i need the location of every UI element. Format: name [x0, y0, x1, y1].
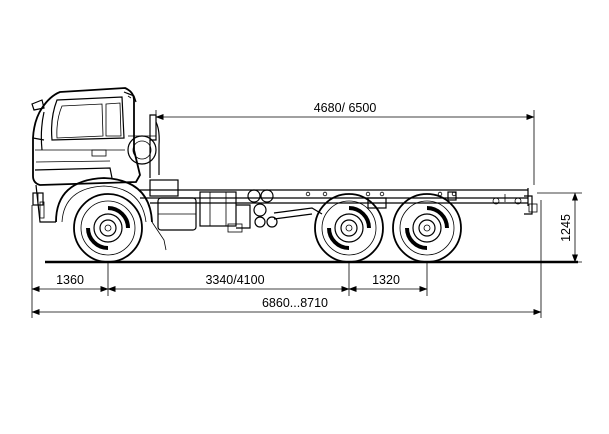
dim-label-wheelbase: 3340/4100	[205, 273, 264, 287]
cab	[31, 87, 141, 223]
dim-label-frame-length: 4680/ 6500	[314, 101, 377, 115]
front-wheel	[73, 193, 143, 263]
front-fender	[55, 177, 153, 223]
dim-label-front-overhang: 1360	[56, 273, 84, 287]
air-intake	[127, 114, 160, 178]
extension-lines	[31, 110, 582, 318]
rear-wheel-1	[314, 193, 384, 263]
rear-wheel-2	[392, 193, 462, 263]
truck-outline	[31, 87, 538, 263]
dim-label-overall-length: 6860...8710	[262, 296, 328, 310]
dim-label-rear-axle-spacing: 1320	[372, 273, 400, 287]
dim-label-frame-height: 1245	[559, 214, 573, 242]
